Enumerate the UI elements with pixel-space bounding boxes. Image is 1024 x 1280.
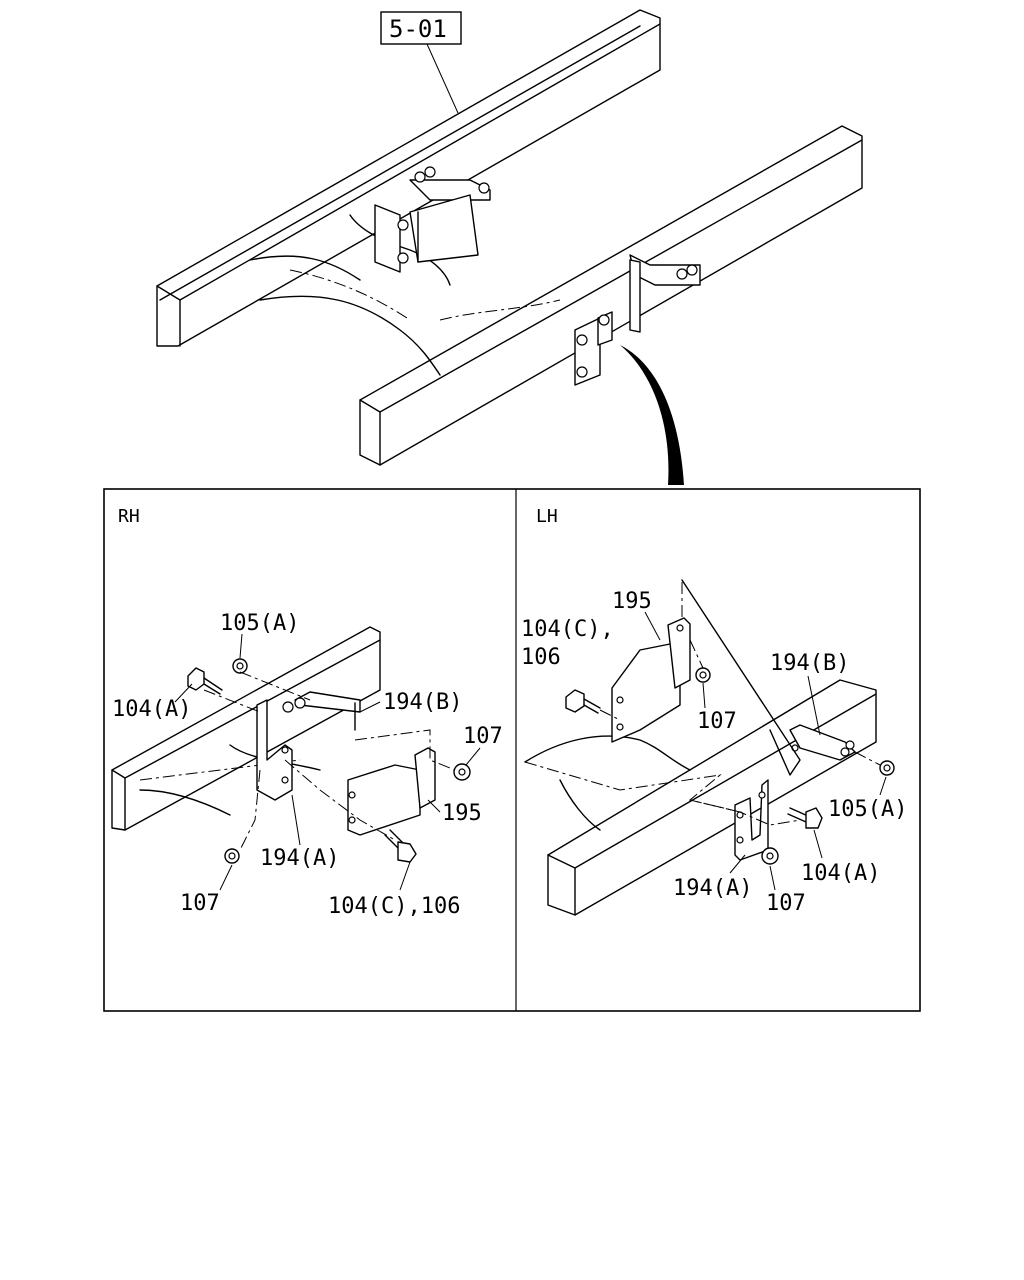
rh-callout-195: 195: [442, 801, 482, 826]
lh-bracket-overview: [574, 254, 701, 386]
lh-callout-104a: 104(A): [801, 861, 880, 886]
rh-protector-195: [347, 764, 421, 836]
rh-panel-title: RH: [118, 506, 140, 527]
overview-frame-assembly: 5-01: [156, 9, 863, 485]
rh-callout-107-top: 107: [463, 724, 503, 749]
rh-callout-104c-106: 104(C),106: [328, 894, 460, 919]
reference-leader: [426, 43, 459, 114]
lh-bolt-104a: [787, 807, 823, 829]
rh-frame-rail: [111, 626, 381, 831]
lh-callout-107-top: 107: [697, 709, 737, 734]
lh-callout-195: 195: [612, 589, 652, 614]
lh-frame-rail: [547, 679, 877, 916]
rh-bracket-194a: [256, 699, 293, 801]
left-frame-rail: [156, 9, 661, 347]
rh-bolt-104c: [384, 829, 417, 863]
rh-callout-194b: 194(B): [383, 690, 462, 715]
lh-bolt-104c: [565, 689, 601, 714]
lh-callout-194b: 194(B): [770, 651, 849, 676]
lh-protector-195: [611, 641, 681, 743]
lh-callout-105a: 105(A): [828, 797, 907, 822]
detail-frame: [103, 488, 921, 1012]
lh-callout-104c: 104(C),: [521, 617, 614, 642]
rh-bracket-overview: [374, 166, 491, 273]
rh-callout-105a: 105(A): [220, 611, 299, 636]
rh-callout-107-bottom: 107: [180, 891, 220, 916]
lh-callout-194a: 194(A): [673, 876, 752, 901]
lh-callout-107-bottom: 107: [766, 891, 806, 916]
lh-panel: LH: [521, 506, 907, 916]
lh-callout-106: 106: [521, 645, 561, 670]
rh-callout-194a: 194(A): [260, 846, 339, 871]
section-reference[interactable]: 5-01: [380, 11, 462, 45]
section-reference-label: 5-01: [389, 15, 447, 43]
rh-callout-104a: 104(A): [112, 697, 191, 722]
lh-panel-title: LH: [536, 506, 558, 527]
detail-pointer-arrow: [620, 345, 684, 485]
rh-panel: RH: [111, 506, 503, 919]
